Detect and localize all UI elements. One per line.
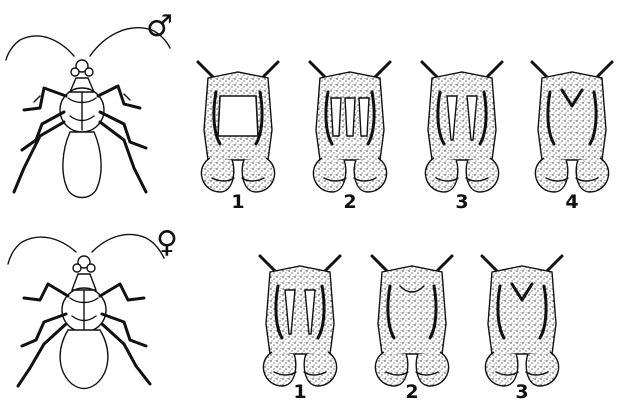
- male-figure-label-3: 3: [455, 191, 468, 213]
- male-figure-label-2: 2: [343, 191, 356, 213]
- male-figure-label-4: 4: [565, 191, 578, 213]
- male-sternite-1: [198, 62, 278, 192]
- female-sternite-3: [482, 256, 562, 386]
- male-insect-drawing: [6, 28, 170, 198]
- male-figure-label-1: 1: [231, 191, 244, 213]
- female-sternite-2: [372, 256, 452, 386]
- female-figure-label-3: 3: [515, 381, 528, 403]
- female-sternite-1: [260, 256, 340, 386]
- female-insect-drawing: [8, 234, 164, 388]
- female-symbol: ♀: [156, 225, 178, 260]
- female-figure-label-2: 2: [405, 381, 418, 403]
- detail-figures: 1 2 3 4 1 2 3: [198, 62, 612, 403]
- male-sternite-4: [532, 62, 612, 192]
- male-sternite-3: [422, 62, 502, 192]
- male-symbol: ♂: [146, 9, 173, 44]
- female-figure-label-1: 1: [293, 381, 306, 403]
- male-sternite-2: [310, 62, 390, 192]
